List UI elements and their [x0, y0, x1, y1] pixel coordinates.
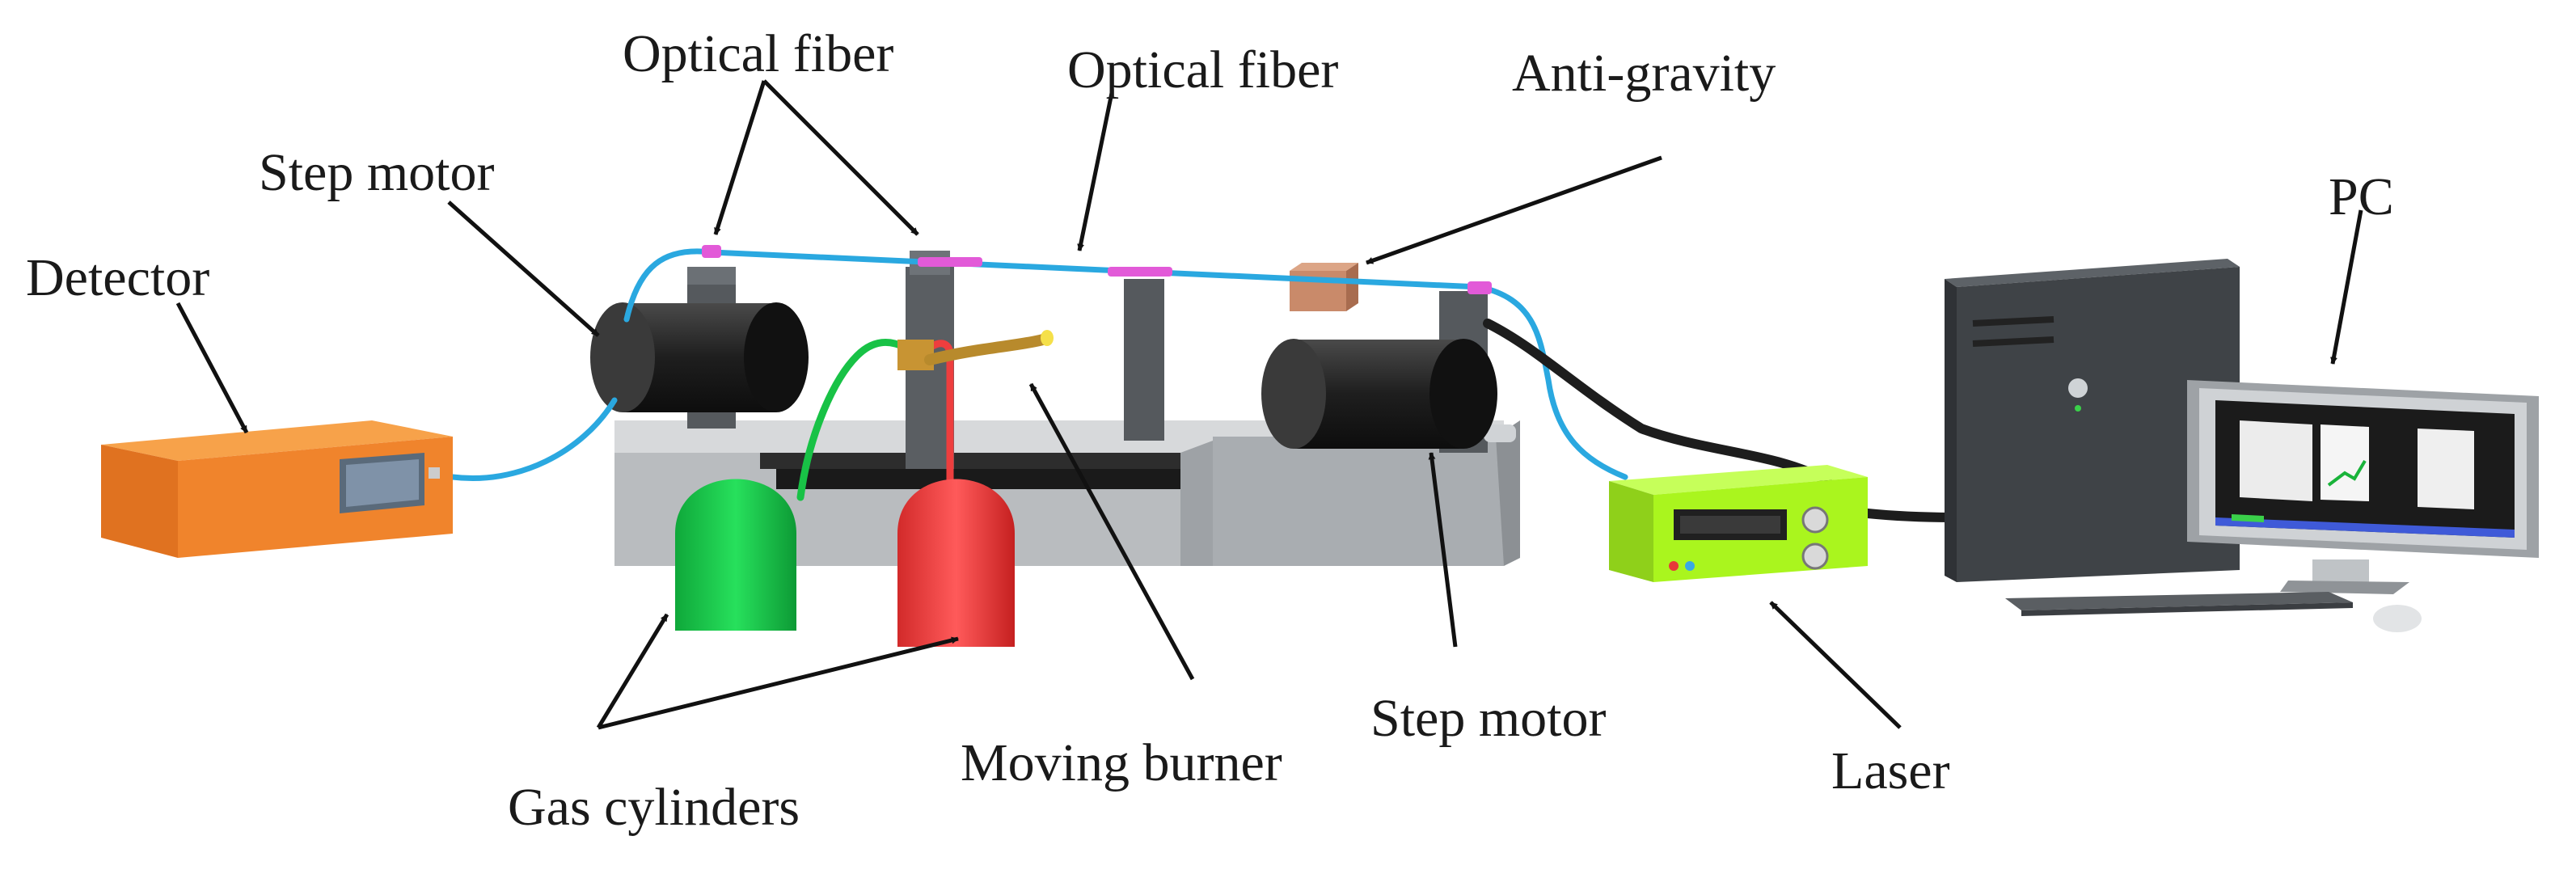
label-anti-gravity: Anti-gravity	[1512, 44, 1776, 103]
pc-tower	[1945, 259, 2240, 582]
label-arrows	[175, 79, 2363, 730]
anti-gravity-block	[1290, 263, 1358, 311]
step-motor-right	[1261, 339, 1497, 449]
mouse	[2373, 605, 2422, 632]
label-detector: Detector	[26, 248, 209, 307]
label-step-motor-right: Step motor	[1370, 689, 1607, 748]
label-pc: PC	[2329, 167, 2394, 226]
label-moving-burner: Moving burner	[961, 733, 1282, 792]
optical-fiber-lines	[450, 248, 1628, 481]
keyboard	[2005, 592, 2353, 616]
label-laser: Laser	[1831, 741, 1950, 800]
fiber-clamps	[702, 245, 1492, 294]
gas-cylinder-green	[675, 479, 796, 631]
label-optical-fiber-right: Optical fiber	[1067, 40, 1338, 99]
gas-cylinder-red	[897, 479, 1015, 647]
label-gas-cylinders: Gas cylinders	[508, 778, 800, 837]
step-motor-left	[590, 302, 809, 412]
labels: Optical fiber Optical fiber Anti-gravity…	[26, 24, 2394, 837]
moving-burner-icon	[897, 330, 1054, 370]
label-step-motor-left: Step motor	[259, 143, 495, 202]
monitor	[2187, 380, 2539, 594]
detector-box	[101, 420, 453, 558]
laser-unit	[1609, 465, 1868, 582]
label-optical-fiber-left: Optical fiber	[623, 24, 893, 83]
